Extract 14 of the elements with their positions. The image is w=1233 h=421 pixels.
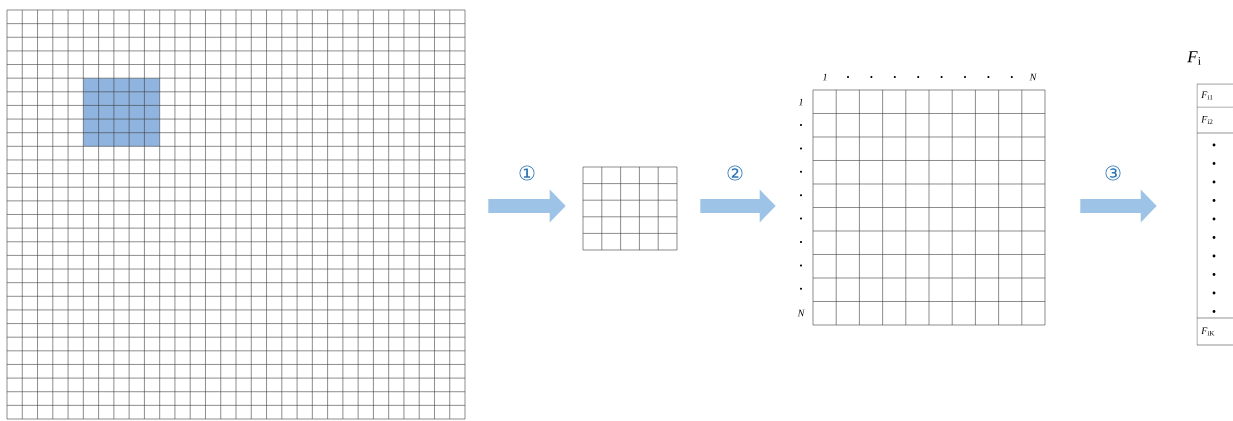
grid-drawing — [6, 9, 466, 420]
index-label: N — [797, 309, 805, 317]
vector-entry: F$_{i2}$ — [1201, 115, 1213, 124]
index-label: N — [1029, 73, 1037, 81]
vector-entry: F$_{i1}$ — [1201, 91, 1213, 100]
vector-entry: F$_{iK}$ — [1201, 327, 1215, 336]
edge-label: ② — [727, 165, 743, 181]
index-label: 1 — [798, 98, 803, 106]
index-label: 1 — [822, 73, 827, 81]
edge-label: ③ — [1105, 165, 1121, 181]
grid-drawing — [582, 166, 678, 251]
vector-heading: F$_{i}$ — [1187, 51, 1201, 65]
matrix-grid — [812, 89, 1046, 326]
edge-label: ① — [519, 165, 535, 181]
